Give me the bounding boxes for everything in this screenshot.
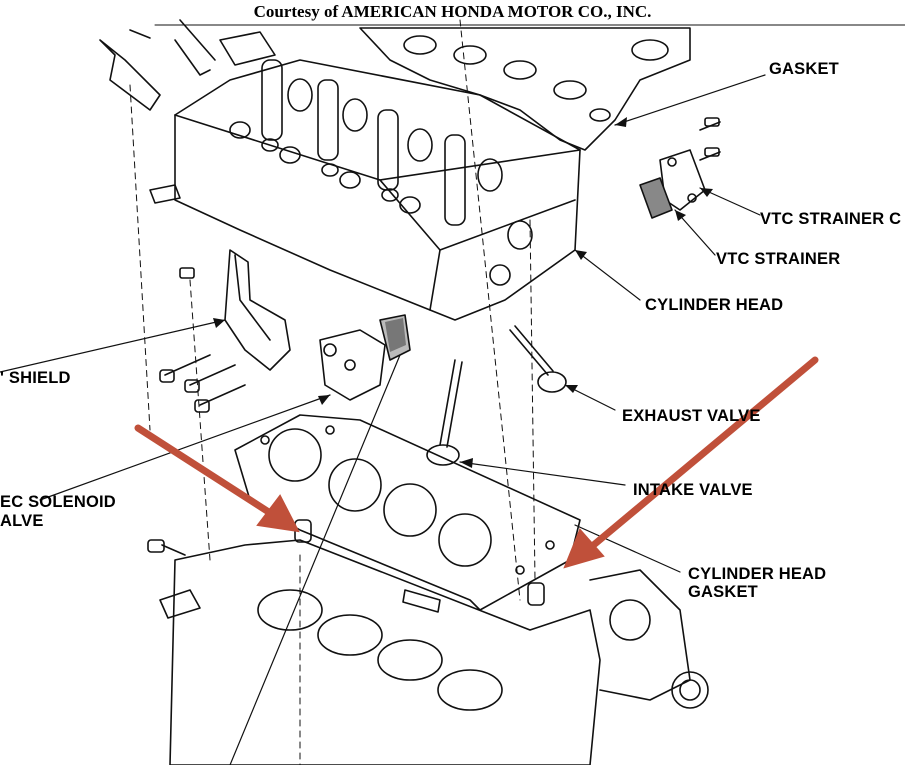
- leader-arrowheads: [213, 117, 713, 468]
- bracket-part: [99, 19, 216, 111]
- label-gasket: GASKET: [769, 60, 839, 78]
- exhaust-valve-part: [509, 325, 567, 393]
- label-vtc-strainer: VTC STRAINER: [716, 250, 841, 268]
- annotation-arrows: [134, 356, 819, 569]
- gasket-part: [359, 27, 691, 151]
- leader-intake-valve: [459, 461, 626, 486]
- leader-solenoid-strainer: [229, 354, 401, 766]
- leader-cylinder-head: [574, 249, 641, 301]
- label-exhaust-valve: EXHAUST VALVE: [622, 407, 761, 425]
- leader-shield: [0, 319, 226, 373]
- red-arrow-left-head: [256, 494, 300, 533]
- engine-block-part: [147, 519, 709, 766]
- label-cylinder-head: CYLINDER HEAD: [645, 296, 784, 314]
- leader-gasket: [614, 74, 766, 126]
- valve-springs: [229, 59, 503, 226]
- red-arrow-right-head: [563, 528, 605, 569]
- label-vtc-strainer-cover: VTC STRAINER C: [760, 210, 902, 228]
- label-solenoid-line2: ALVE: [0, 512, 44, 530]
- heat-shield-part: [179, 249, 291, 371]
- vtc-strainer-part: [639, 177, 673, 219]
- intake-valve-part: [426, 359, 463, 466]
- label-intake-valve: INTAKE VALVE: [633, 481, 753, 499]
- cylinder-head-part: [149, 31, 581, 321]
- bolts-set: [159, 354, 246, 413]
- dowel-pin-right: [527, 582, 545, 606]
- red-arrow-right-shaft: [586, 356, 819, 552]
- label-head-gasket-line2: GASKET: [688, 583, 758, 601]
- leader-head-gasket: [574, 524, 681, 573]
- label-solenoid-line1: EC SOLENOID: [0, 493, 116, 511]
- alignment-lines: [129, 19, 536, 766]
- leader-solenoid: [39, 394, 331, 501]
- label-head-gasket-line1: CYLINDER HEAD: [688, 565, 827, 583]
- vtec-solenoid-part: [319, 314, 411, 401]
- vtc-strainer-cover-part: [659, 117, 721, 211]
- label-heat-shield: ' SHIELD: [0, 369, 71, 387]
- red-arrow-left-shaft: [134, 424, 282, 522]
- courtesy-caption: Courtesy of AMERICAN HONDA MOTOR CO., IN…: [253, 2, 652, 21]
